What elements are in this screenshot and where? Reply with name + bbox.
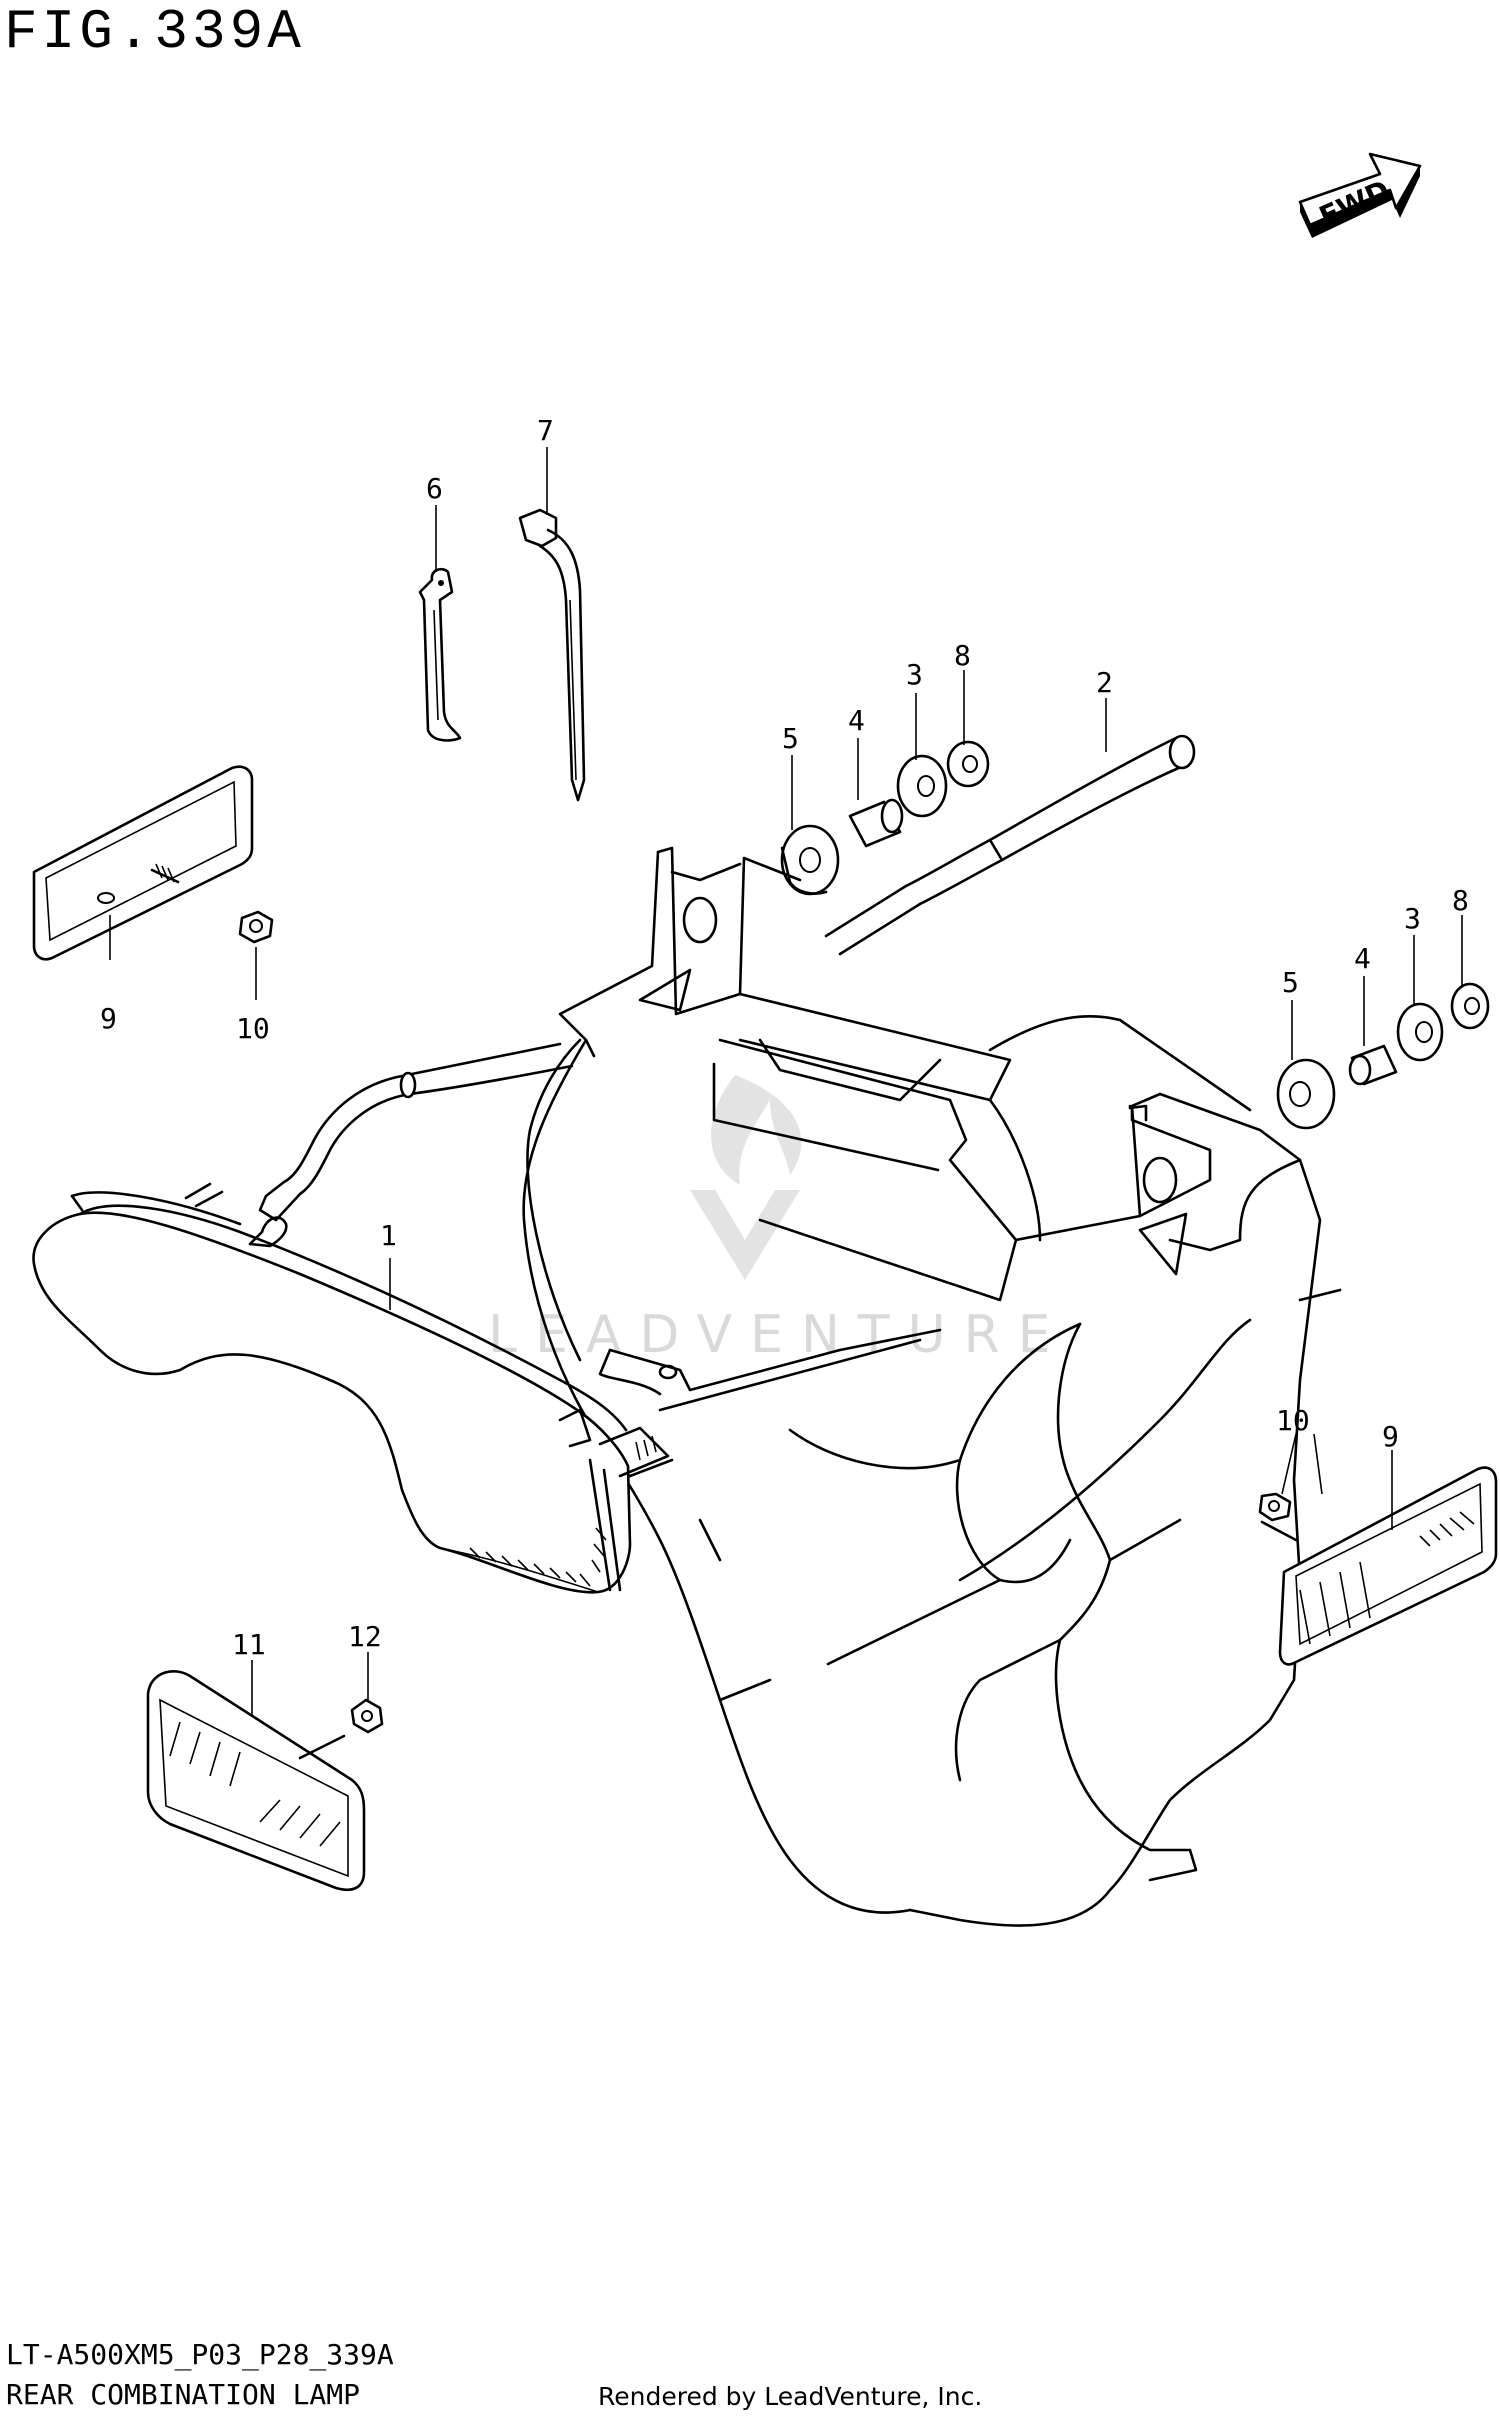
callout-1: 1 — [380, 1219, 397, 1252]
callout-6: 6 — [426, 472, 443, 505]
rear-fender-frame — [522, 846, 1342, 1927]
leadventure-watermark: LEADVENTURE — [488, 1075, 1069, 1365]
callout-9-right: 9 — [1382, 1420, 1399, 1453]
part-5-grommet-upper — [780, 824, 840, 896]
part-5-grommet-right — [1276, 1058, 1336, 1130]
callout-2: 2 — [1096, 666, 1113, 699]
callout-8-upper: 8 — [954, 639, 971, 672]
part-9-reflector-right — [1260, 1466, 1498, 1666]
watermark-text: LEADVENTURE — [488, 1305, 1069, 1365]
render-credit: Rendered by LeadVenture, Inc. — [598, 2382, 983, 2411]
part-1-combination-lamp — [32, 1182, 674, 1594]
callout-labels: 1 2 3 3 4 4 5 5 6 7 8 8 9 9 10 10 11 12 — [100, 414, 1469, 1661]
fwd-arrow-icon: FWD — [1298, 152, 1422, 238]
part-10-nut-right — [1258, 1492, 1292, 1522]
callout-4-upper: 4 — [848, 704, 865, 737]
callout-12: 12 — [348, 1620, 382, 1653]
callout-8-right: 8 — [1452, 884, 1469, 917]
figure-title: FIG.339A — [4, 0, 305, 64]
model-code: LT-A500XM5_P03_P28_339A — [6, 2338, 394, 2371]
callout-leaders — [109, 447, 1463, 1716]
callout-9-left: 9 — [100, 1002, 117, 1035]
callout-10-right: 10 — [1276, 1404, 1310, 1437]
part-4-collar-right — [1348, 1044, 1398, 1086]
callout-4-right: 4 — [1354, 942, 1371, 975]
part-3-washer-upper — [896, 754, 948, 818]
part-10-nut-left — [238, 910, 274, 944]
callout-10-left: 10 — [236, 1012, 270, 1045]
callout-11: 11 — [232, 1628, 266, 1661]
part-6-clamp — [418, 567, 462, 742]
callout-3-right: 3 — [1404, 902, 1421, 935]
part-11-reflector — [146, 1670, 366, 1892]
callout-7: 7 — [537, 414, 554, 447]
part-12-nut — [350, 1698, 384, 1734]
diagram-name: REAR COMBINATION LAMP — [6, 2378, 361, 2411]
part-9-reflector-left — [32, 765, 254, 961]
part-4-collar-upper — [848, 798, 904, 848]
part-3-washer-right — [1396, 1002, 1444, 1062]
callout-5-upper: 5 — [782, 722, 799, 755]
part-7-cable-tie — [518, 508, 586, 802]
part-8-nut-right — [1450, 982, 1490, 1030]
part-8-nut-upper — [946, 740, 990, 788]
callout-3-upper: 3 — [906, 658, 923, 691]
part-2-wire-harness — [258, 734, 1196, 1222]
callout-5-right: 5 — [1282, 966, 1299, 999]
